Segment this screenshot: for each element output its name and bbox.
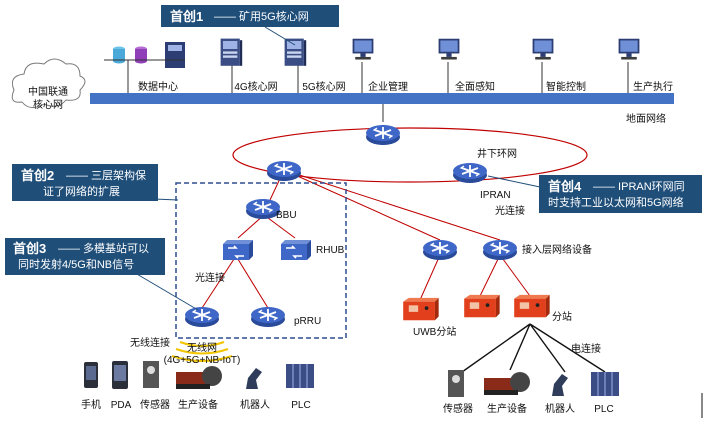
core-4g-server-icon (220, 38, 243, 66)
callout-2-title: 首创2 (21, 168, 54, 183)
pda-icon (112, 361, 128, 389)
optical-left-label: 光连接 (195, 271, 225, 284)
rhub-label: RHUB (316, 245, 345, 256)
device-label-equipment: 生产设备 (178, 398, 218, 411)
underground-ring-network (232, 127, 588, 183)
device-label-plc: PLC (291, 400, 310, 411)
full-perception-label: 全面感知 (455, 80, 495, 93)
bbu-label: BBU (276, 210, 297, 221)
excavator-icon (484, 372, 530, 395)
robot-icon (552, 374, 568, 396)
router-icon (422, 239, 458, 261)
ground-network-bus (90, 93, 674, 104)
smart-control-label: 智能控制 (546, 80, 586, 93)
callout-4: 首创4 —— IPRAN环网同 时支持工业以太网和5G网络 (539, 175, 702, 213)
ipran-label: IPRAN (480, 190, 511, 201)
sensor-icon (448, 370, 464, 397)
callout-3-title: 首创3 (13, 241, 46, 256)
callout-2-line1: —— 三层架构保 (66, 168, 146, 182)
router-icon (365, 124, 401, 146)
optical-right-label: 光连接 (495, 204, 525, 217)
substation-label: 分站 (552, 310, 572, 323)
core-5g-server-icon (284, 38, 307, 66)
callout-1: 首创1 —— 矿用5G核心网 (161, 5, 339, 27)
device-label-phone: 手机 (81, 398, 101, 411)
substation-icon (403, 297, 439, 321)
cloud-label-line2: 核心网 (33, 98, 63, 111)
data-center-label: 数据中心 (138, 80, 178, 93)
device-label-sensor: 传感器 (140, 398, 170, 411)
wireless-net-label: 无线网 (187, 341, 217, 354)
wireless-signal-waves (171, 341, 233, 362)
bbu-router-icon (245, 198, 281, 220)
electric-connection-lines (461, 323, 606, 373)
substation-icon (464, 294, 500, 318)
computer-icon (532, 38, 554, 60)
phone-icon (84, 362, 98, 388)
callout-1-title: 首创1 (170, 9, 203, 24)
ground-network-label: 地面网络 (626, 112, 666, 125)
device-label-sensor-right: 传感器 (443, 402, 473, 415)
callout-3-line1: —— 多模基站可以 (58, 241, 149, 255)
access-layer-label: 接入层网络设备 (522, 243, 592, 256)
wireless-net-modes: (4G+5G+NB-IoT) (164, 355, 241, 366)
callout-2-line2: 证了网络的扩展 (43, 184, 120, 198)
robot-icon (246, 368, 262, 389)
device-label-equipment-right: 生产设备 (487, 402, 527, 415)
device-label-robot: 机器人 (240, 398, 270, 411)
router-icon (266, 160, 302, 182)
sensor-icon (143, 361, 159, 388)
access-router-icon (482, 239, 518, 261)
callout-3-line2: 同时发射4/5G和NB信号 (18, 257, 134, 271)
three-tier-dashed-box (175, 182, 347, 339)
uwb-label: UWB分站 (413, 325, 456, 338)
callout-3: 首创3 —— 多模基站可以 同时发射4/5G和NB信号 (5, 238, 165, 275)
electric-conn-label: 电连接 (571, 342, 601, 355)
callout-2: 首创2 —— 三层架构保 证了网络的扩展 (12, 164, 158, 201)
unicom-core-cloud: 中国联通 核心网 (11, 58, 86, 111)
antenna-icon (184, 306, 220, 328)
device-label-pda: PDA (111, 400, 132, 411)
callout-4-line1: —— IPRAN环网同 (593, 181, 685, 193)
plc-icon (286, 364, 314, 388)
server-icon (165, 42, 185, 68)
rhub-switch-icon (280, 239, 312, 261)
computer-icon (352, 38, 374, 60)
ring-label: 井下环网 (477, 147, 517, 160)
data-center-node: 数据中心 (104, 42, 185, 93)
computer-icon (438, 38, 460, 60)
ipran-router-icon (452, 162, 488, 184)
database-icon (113, 46, 147, 64)
core-5g-label: 5G核心网 (302, 80, 345, 93)
substation-icon (514, 294, 550, 318)
computer-icon (618, 38, 640, 60)
callout-4-line2: 时支持工业以太网和5G网络 (548, 195, 684, 209)
core-4g-label: 4G核心网 (234, 80, 277, 93)
prru-antenna-icon (250, 306, 286, 328)
plc-icon (591, 372, 619, 396)
wireless-conn-label: 无线连接 (130, 336, 170, 349)
callout-1-text: —— 矿用5G核心网 (214, 9, 309, 23)
cloud-label-line1: 中国联通 (28, 85, 68, 98)
callout-4-title: 首创4 (548, 179, 582, 194)
device-label-robot-right: 机器人 (545, 402, 575, 415)
device-label-plc-right: PLC (594, 404, 613, 415)
excavator-icon (176, 366, 222, 389)
enterprise-mgmt-label: 企业管理 (368, 80, 408, 93)
prru-label: pRRU (294, 316, 321, 327)
switch-icon (222, 239, 254, 261)
production-exec-label: 生产执行 (633, 80, 673, 93)
